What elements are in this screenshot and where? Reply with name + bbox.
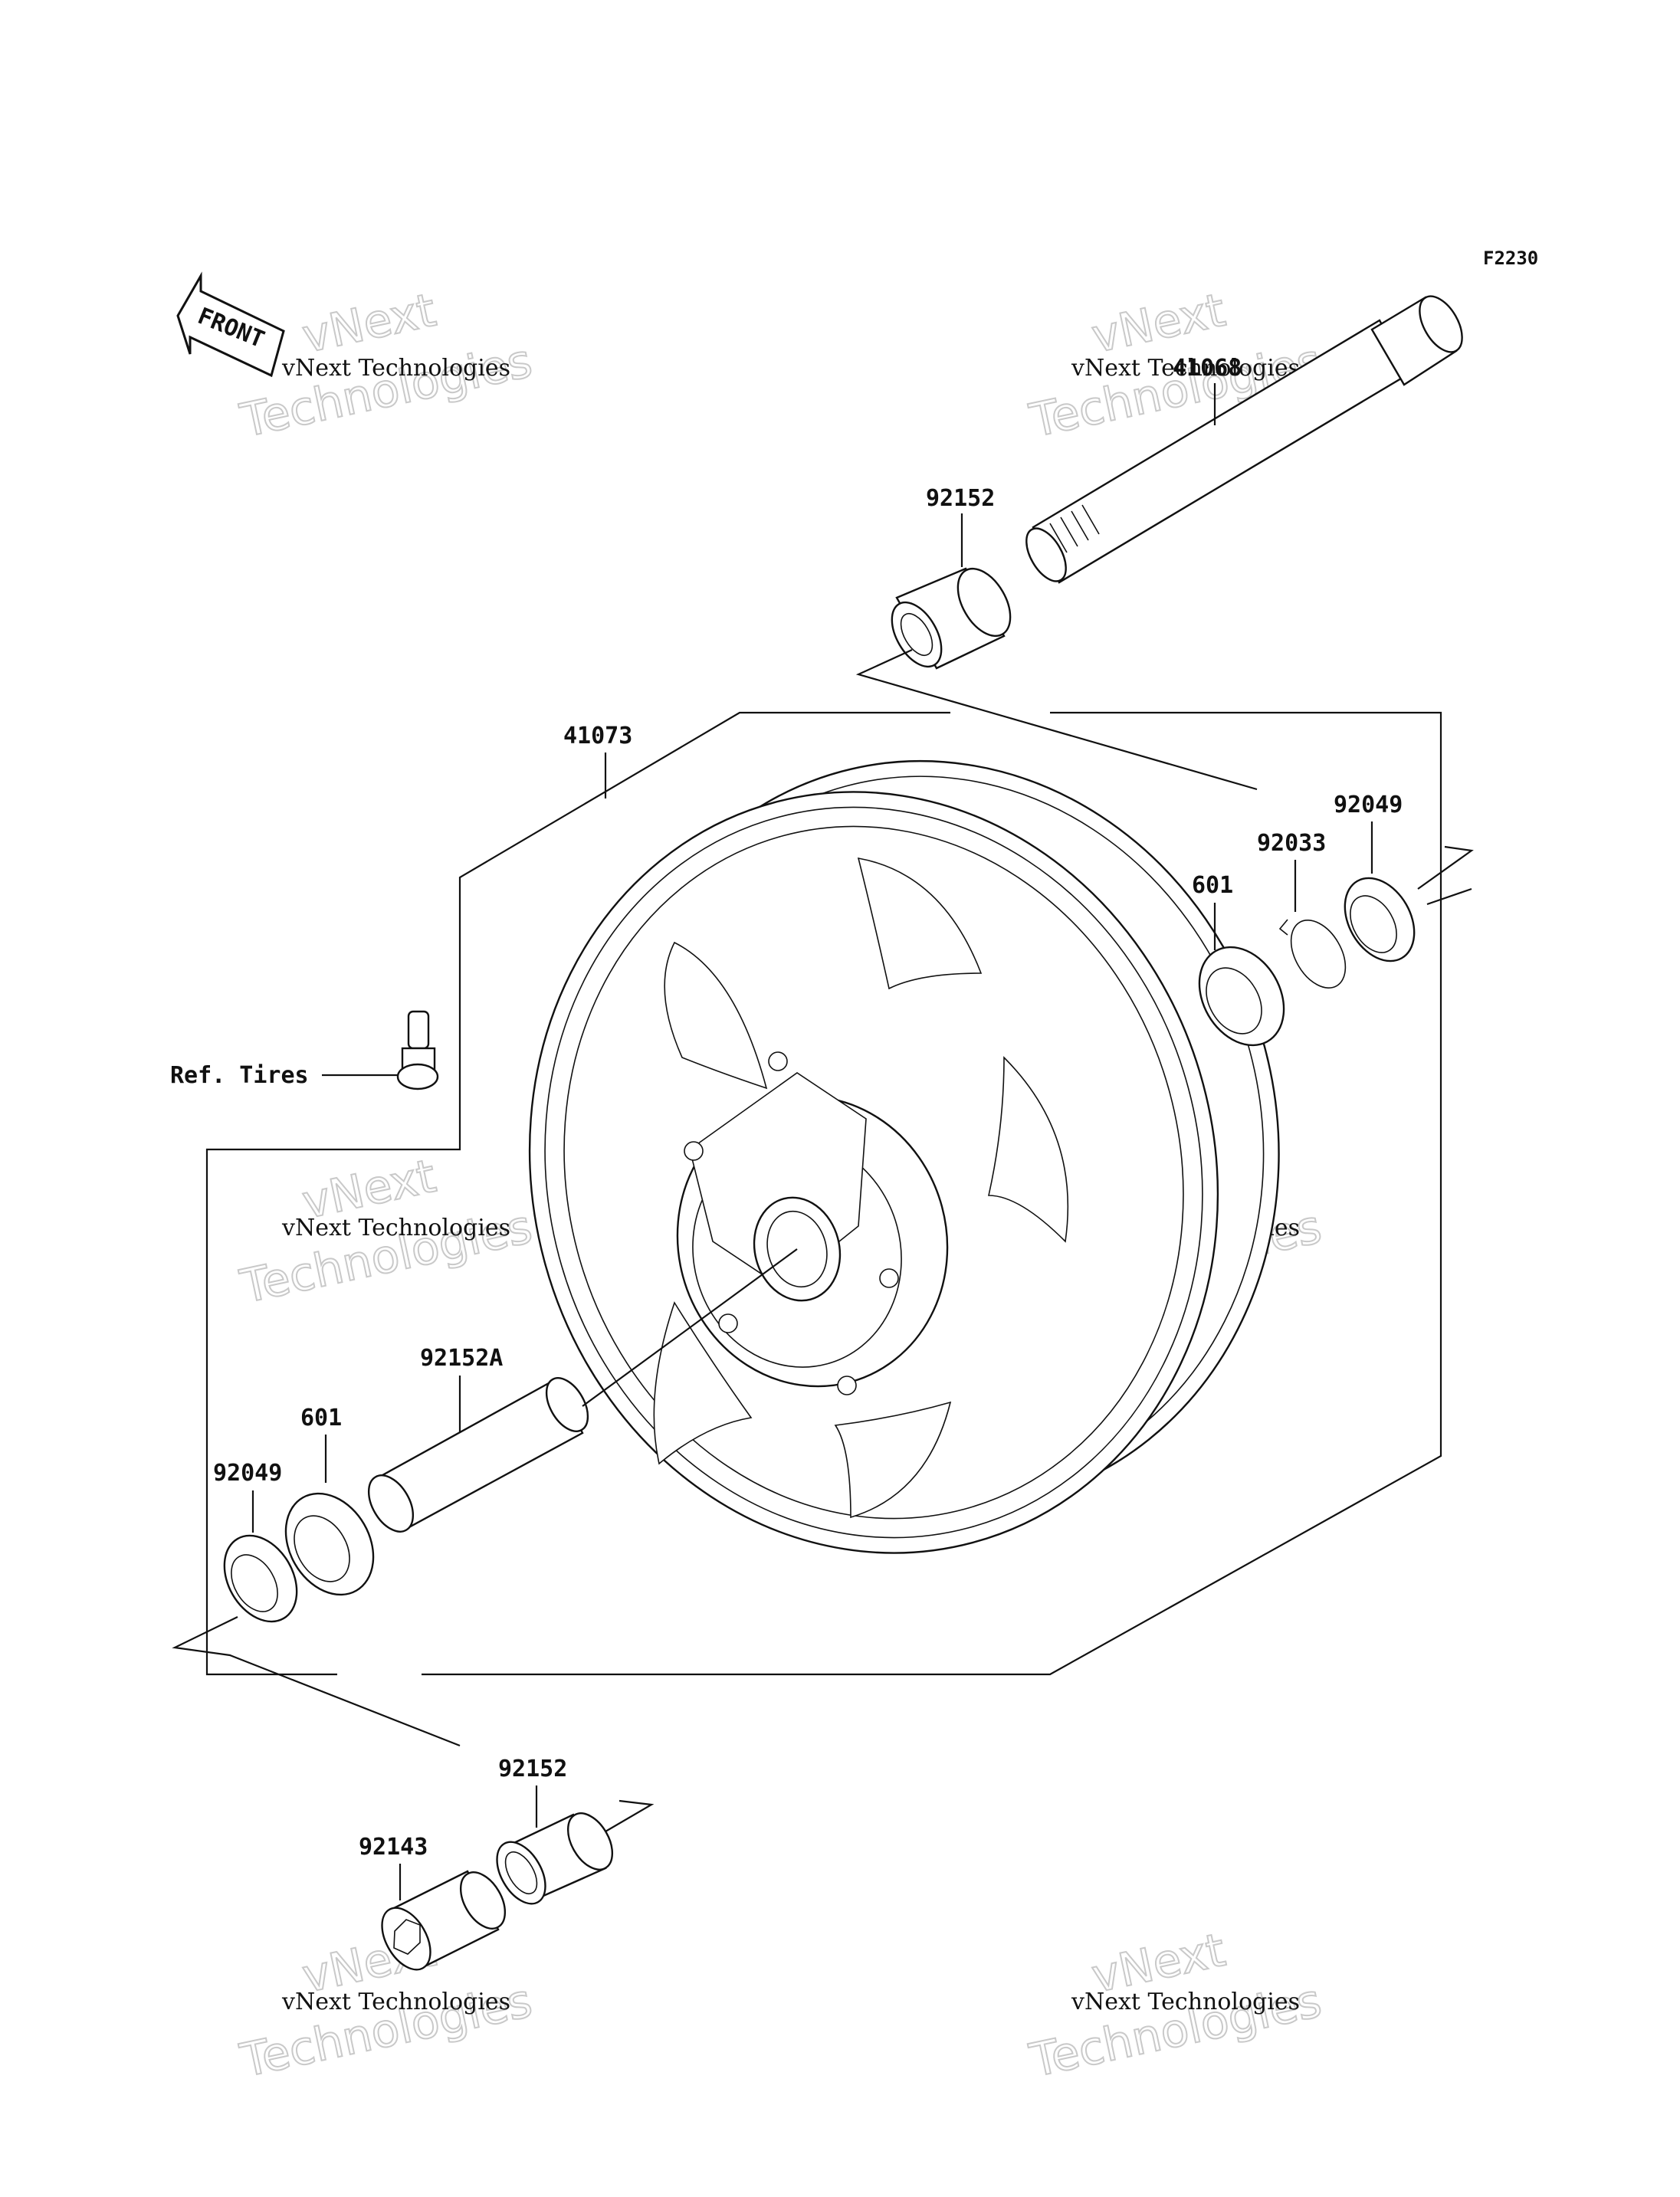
callout-cap: 92143 — [359, 1834, 428, 1861]
callout-collar-bottom: 92152 — [498, 1756, 567, 1782]
callout-axle: 41068 — [1173, 355, 1242, 382]
watermark-caption: vNext Technologies — [1071, 355, 1300, 382]
watermark-bottom-left: vNext Technologies vNext Technologies — [235, 1923, 538, 2089]
watermark-top-left: vNext Technologies vNext Technologies — [235, 283, 538, 449]
wheel-part — [528, 759, 1280, 1554]
collar-bottom-part — [496, 1812, 614, 1905]
spacer-axis-line — [582, 1248, 798, 1407]
seal-left-part — [223, 1534, 298, 1623]
circlip-part — [1278, 919, 1347, 989]
bracket-right-small — [1417, 845, 1474, 890]
callout-wheel: 41073 — [563, 723, 632, 749]
watermark-caption: vNext Technologies — [281, 355, 510, 382]
watermark-line1: vNext — [298, 284, 441, 364]
bracket-right-tail — [1426, 887, 1472, 906]
bearing-left-part — [284, 1492, 375, 1596]
bearing-right-part — [1198, 946, 1285, 1047]
spacer-part — [367, 1377, 589, 1533]
bracket-lower-left — [172, 1616, 461, 1747]
watermark-caption: vNext Technologies — [1071, 1989, 1300, 2015]
collar-top-part — [891, 567, 1012, 670]
valve-part — [396, 1010, 439, 1090]
bracket-left-frame — [205, 711, 950, 1676]
watermark-line2: Technologies — [236, 334, 537, 448]
diagram-id: F2230 — [1483, 248, 1538, 269]
watermark-mid-left: vNext Technologies vNext Technologies — [235, 1149, 538, 1315]
bracket-upper-left — [855, 648, 1258, 791]
callout-ref-tires: Ref. Tires — [170, 1062, 309, 1089]
callout-bearing-left: 601 — [300, 1405, 342, 1431]
watermark-bottom-right: vNext Technologies vNext Technologies — [1025, 1923, 1327, 2089]
bracket-right-frame — [422, 711, 1442, 1676]
front-arrow-icon: FRONT — [176, 271, 285, 378]
watermark-caption: vNext Technologies — [281, 1989, 510, 2015]
bracket-lower-right — [605, 1799, 655, 1832]
callout-collar-top: 92152 — [926, 485, 995, 512]
watermark-line1: vNext — [1088, 284, 1230, 364]
callout-spacer: 92152A — [420, 1345, 503, 1372]
callout-circlip: 92033 — [1257, 830, 1326, 857]
seal-right-part — [1344, 877, 1416, 962]
callout-bearing-right: 601 — [1192, 872, 1233, 899]
axle-part — [1025, 295, 1463, 584]
callout-seal-right: 92049 — [1334, 792, 1403, 818]
callout-seal-left: 92049 — [213, 1460, 282, 1487]
cap-part — [381, 1870, 507, 1971]
watermark-caption: vNext Technologies — [281, 1215, 510, 1241]
